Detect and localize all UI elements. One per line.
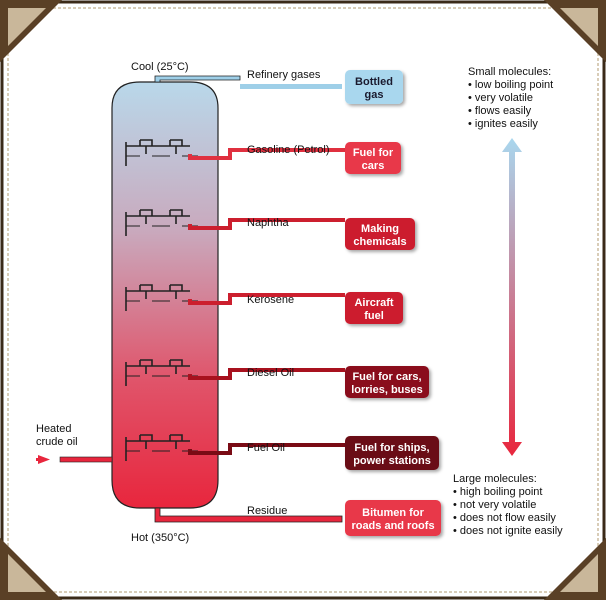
- fraction-row: Fuel Oil Fuel for ships,power stations: [247, 436, 439, 470]
- fraction-use-line2: lorries, buses: [351, 384, 423, 396]
- small-molecules-point: • flows easily: [468, 105, 532, 117]
- distillation-column: [111, 81, 219, 509]
- fraction-use-box: [345, 70, 403, 104]
- fraction-use-line2: chemicals: [353, 236, 406, 248]
- double-arrow-icon: [502, 138, 522, 456]
- fraction-use-box: [345, 436, 439, 470]
- crude-oil-label-line1: Heated: [36, 423, 71, 435]
- column-top-label: Cool (25°C): [131, 61, 189, 73]
- fraction-use-line1: Making: [361, 223, 399, 235]
- fraction-name: Diesel Oil: [247, 367, 294, 379]
- pipe-refinery-gases: [154, 75, 342, 89]
- small-molecules-point: • very volatile: [468, 92, 533, 104]
- column-bottom-label: Hot (350°C): [131, 532, 189, 544]
- fraction-use-box: [345, 292, 403, 324]
- fraction-name: Kerosene: [247, 294, 294, 306]
- column-tray: [125, 139, 198, 166]
- frame-corner-top-left: [0, 0, 62, 62]
- crude-oil-label-line2: crude oil: [36, 436, 78, 448]
- column-trays: [125, 139, 198, 461]
- large-molecules-note: Large molecules: • high boiling point • …: [453, 473, 563, 537]
- fraction-name: Naphtha: [247, 217, 289, 229]
- large-molecules-point: • high boiling point: [453, 486, 542, 498]
- frame-corner-bottom-right: [544, 538, 606, 600]
- fraction-name: Gasoline (Petrol): [247, 144, 330, 156]
- fraction-use-line1: Fuel for ships,: [354, 442, 429, 454]
- fraction-pipes: [188, 148, 345, 455]
- large-molecules-point: • not very volatile: [453, 499, 536, 511]
- small-molecules-note: Small molecules: • low boiling point • v…: [468, 66, 553, 130]
- small-molecules-point: • low boiling point: [468, 79, 553, 91]
- fraction-use-line2: fuel: [364, 310, 384, 322]
- fraction-name: Fuel Oil: [247, 442, 285, 454]
- large-molecules-title: Large molecules:: [453, 473, 537, 485]
- fraction-use-line2: cars: [362, 160, 385, 172]
- large-molecules-point: • does not ignite easily: [453, 525, 563, 537]
- fraction-use-line1: Fuel for cars,: [352, 371, 421, 383]
- fraction-use-line1: Aircraft: [354, 297, 393, 309]
- molecule-size-arrow: [502, 138, 522, 456]
- fraction-pipe: [188, 368, 345, 380]
- column-tray: [125, 359, 198, 386]
- fraction-pipe: [188, 148, 345, 160]
- fraction-use-line2: roads and roofs: [351, 520, 434, 532]
- fraction-use-line1: Fuel for: [353, 147, 394, 159]
- fraction-pipe: [188, 443, 345, 455]
- pipe-residue: [154, 507, 343, 523]
- fraction-name: Refinery gases: [247, 69, 321, 81]
- frame-corner-bottom-left: [0, 538, 62, 600]
- fraction-use-box: [345, 500, 441, 536]
- fraction-use-line1: Bitumen for: [362, 507, 424, 519]
- fraction-use-box: [345, 366, 429, 398]
- frame-corner-top-right: [544, 0, 606, 62]
- fraction-row: Diesel Oil Fuel for cars,lorries, buses: [247, 366, 429, 398]
- inlet-arrow-icon: [38, 455, 50, 464]
- fraction-name: Residue: [247, 505, 287, 517]
- large-molecules-point: • does not flow easily: [453, 512, 556, 524]
- crude-oil-inlet: [36, 455, 113, 464]
- column-tray: [125, 284, 198, 311]
- small-molecules-point: • ignites easily: [468, 118, 538, 130]
- fraction-use-line2: gas: [365, 89, 384, 101]
- fraction-use-line2: power stations: [353, 455, 431, 467]
- fraction-pipe: [188, 293, 345, 305]
- fraction-use-line1: Bottled: [355, 76, 393, 88]
- fraction-pipe: [188, 218, 345, 230]
- fraction-use-box: [345, 142, 401, 174]
- fraction-use-box: [345, 218, 415, 250]
- small-molecules-title: Small molecules:: [468, 66, 551, 78]
